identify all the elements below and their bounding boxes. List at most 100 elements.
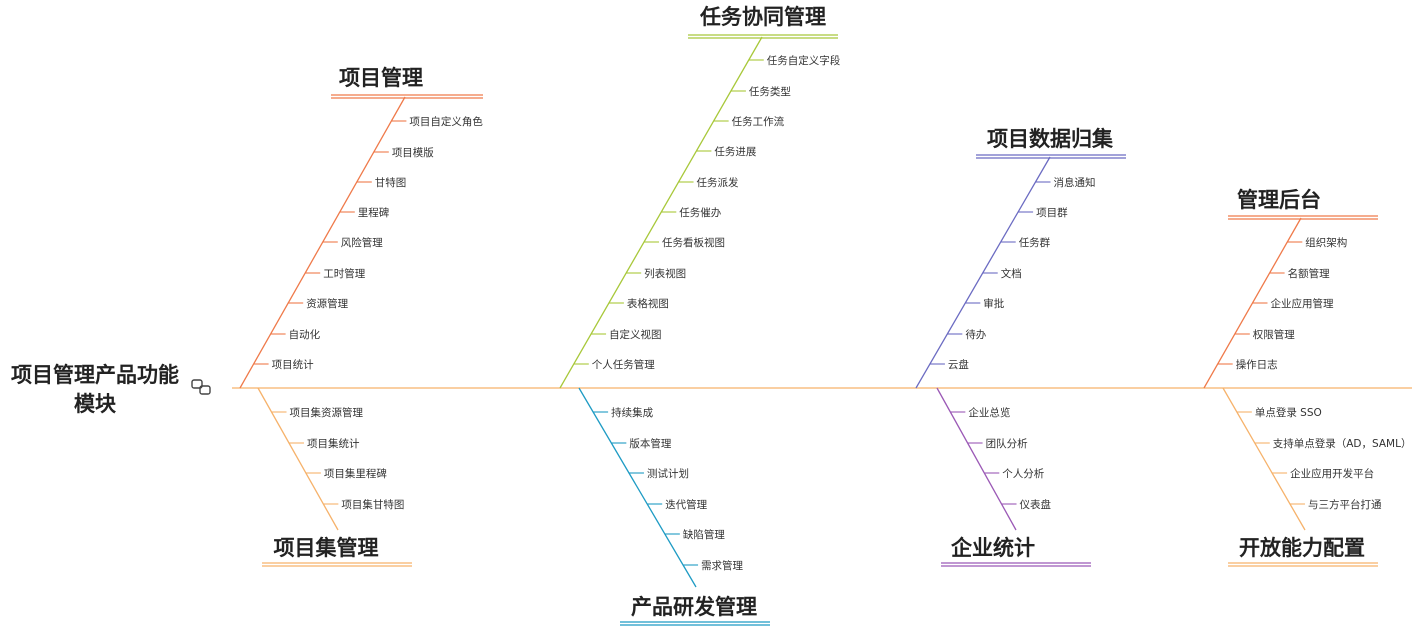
branch-item[interactable]: 里程碑 bbox=[339, 206, 390, 219]
branch-item[interactable]: 组织架构 bbox=[1287, 236, 1347, 249]
item-label: 与三方平台打通 bbox=[1308, 498, 1382, 511]
item-label: 测试计划 bbox=[647, 467, 689, 480]
branch-item[interactable]: 项目模版 bbox=[373, 146, 434, 159]
branch-item[interactable]: 风险管理 bbox=[322, 236, 383, 249]
item-label: 甘特图 bbox=[375, 176, 407, 189]
item-label: 消息通知 bbox=[1053, 176, 1095, 189]
branch-item[interactable]: 操作日志 bbox=[1217, 358, 1278, 371]
branch-title[interactable]: 项目管理 bbox=[339, 66, 423, 90]
item-label: 单点登录 SSO bbox=[1255, 406, 1322, 419]
branch-item[interactable]: 任务类型 bbox=[730, 85, 791, 98]
item-label: 自动化 bbox=[289, 328, 321, 341]
branch-item[interactable]: 企业应用开发平台 bbox=[1272, 467, 1374, 480]
branch-item[interactable]: 团队分析 bbox=[967, 437, 1028, 450]
branch-item[interactable]: 任务看板视图 bbox=[644, 236, 725, 249]
item-label: 权限管理 bbox=[1253, 328, 1295, 341]
branch-title[interactable]: 项目集管理 bbox=[274, 536, 379, 560]
branch-item[interactable]: 项目集里程碑 bbox=[305, 467, 387, 480]
item-label: 持续集成 bbox=[611, 406, 653, 419]
branch-item[interactable]: 任务群 bbox=[1000, 236, 1051, 249]
branch-item[interactable]: 项目集资源管理 bbox=[271, 406, 364, 419]
branch-title[interactable]: 项目数据归集 bbox=[987, 127, 1114, 151]
branch-item[interactable]: 表格视图 bbox=[608, 297, 669, 310]
branch-item[interactable]: 项目群 bbox=[1018, 206, 1068, 219]
branch-item[interactable]: 任务自定义字段 bbox=[748, 54, 841, 67]
root-topic[interactable]: 项目管理产品功能 模块 bbox=[11, 363, 211, 416]
item-label: 任务催办 bbox=[679, 206, 721, 219]
item-label: 仪表盘 bbox=[1020, 498, 1052, 511]
item-label: 名额管理 bbox=[1288, 267, 1330, 280]
item-label: 项目模版 bbox=[392, 146, 434, 159]
item-label: 自定义视图 bbox=[609, 328, 662, 341]
item-label: 需求管理 bbox=[701, 559, 743, 572]
branch-item[interactable]: 自动化 bbox=[270, 328, 321, 341]
branch-item[interactable]: 缺陷管理 bbox=[664, 528, 725, 541]
branch-bone bbox=[559, 36, 763, 389]
branch-item[interactable]: 甘特图 bbox=[356, 176, 407, 189]
branch-title[interactable]: 开放能力配置 bbox=[1239, 536, 1365, 560]
branch-item[interactable]: 测试计划 bbox=[628, 467, 689, 480]
branch-item[interactable]: 云盘 bbox=[929, 358, 969, 371]
branch-bone bbox=[936, 387, 1017, 531]
branch-item[interactable]: 与三方平台打通 bbox=[1289, 498, 1382, 511]
branch-item[interactable]: 企业总览 bbox=[950, 406, 1010, 419]
item-label: 项目集统计 bbox=[307, 437, 360, 450]
item-label: 企业应用开发平台 bbox=[1290, 467, 1374, 480]
branch-item[interactable]: 列表视图 bbox=[626, 267, 686, 280]
branch-item[interactable]: 项目统计 bbox=[253, 358, 314, 371]
item-label: 任务工作流 bbox=[732, 115, 785, 128]
branch-item[interactable]: 项目集统计 bbox=[288, 437, 360, 450]
item-label: 版本管理 bbox=[629, 437, 671, 450]
branch-bone bbox=[257, 387, 339, 531]
branch-item[interactable]: 支持单点登录（AD，SAML） bbox=[1254, 437, 1412, 450]
branch-item[interactable]: 单点登录 SSO bbox=[1236, 406, 1322, 419]
branch-title[interactable]: 管理后台 bbox=[1237, 188, 1321, 212]
branch-item[interactable]: 个人任务管理 bbox=[573, 358, 655, 371]
item-label: 待办 bbox=[965, 328, 986, 341]
branch-title[interactable]: 产品研发管理 bbox=[631, 595, 757, 619]
branch-item[interactable]: 迭代管理 bbox=[647, 498, 708, 511]
branch-item[interactable]: 任务派发 bbox=[678, 176, 739, 189]
branch-item[interactable]: 持续集成 bbox=[593, 406, 654, 419]
branch-item[interactable]: 消息通知 bbox=[1035, 176, 1095, 189]
item-label: 个人任务管理 bbox=[592, 358, 655, 371]
item-label: 企业应用管理 bbox=[1271, 297, 1334, 310]
branch-item[interactable]: 权限管理 bbox=[1234, 328, 1295, 341]
branch-item[interactable]: 文档 bbox=[982, 267, 1022, 280]
root-title-line1: 项目管理产品功能 bbox=[11, 363, 179, 387]
branch-item[interactable]: 任务进展 bbox=[696, 145, 757, 158]
branch-item[interactable]: 待办 bbox=[947, 328, 987, 341]
item-label: 团队分析 bbox=[986, 437, 1028, 450]
item-label: 个人分析 bbox=[1002, 467, 1044, 480]
item-label: 云盘 bbox=[948, 358, 969, 371]
item-label: 项目统计 bbox=[272, 358, 314, 371]
branch-item[interactable]: 自定义视图 bbox=[591, 328, 662, 341]
item-label: 任务类型 bbox=[749, 85, 791, 98]
branch-item[interactable]: 项目集甘特图 bbox=[323, 498, 404, 511]
branch-item[interactable]: 企业应用管理 bbox=[1252, 297, 1334, 310]
branches-layer: 项目管理项目自定义角色项目模版甘特图里程碑风险管理工时管理资源管理自动化项目统计… bbox=[239, 5, 1412, 626]
branch-title[interactable]: 任务协同管理 bbox=[699, 5, 826, 29]
link-icon[interactable] bbox=[191, 379, 211, 395]
branch-item[interactable]: 工时管理 bbox=[305, 267, 366, 280]
item-label: 任务派发 bbox=[697, 176, 739, 189]
branch-item[interactable]: 资源管理 bbox=[288, 297, 349, 310]
branch-item[interactable]: 任务催办 bbox=[661, 206, 722, 219]
branch-item[interactable]: 仪表盘 bbox=[1001, 498, 1052, 511]
branch-item[interactable]: 项目自定义角色 bbox=[391, 115, 483, 128]
branch-item[interactable]: 审批 bbox=[965, 297, 1005, 310]
branch-item[interactable]: 版本管理 bbox=[611, 437, 672, 450]
branch-title[interactable]: 企业统计 bbox=[950, 536, 1035, 560]
item-label: 项目集里程碑 bbox=[324, 467, 387, 480]
branch-item[interactable]: 名额管理 bbox=[1269, 267, 1330, 280]
branch-item[interactable]: 个人分析 bbox=[984, 467, 1045, 480]
item-label: 项目集甘特图 bbox=[341, 498, 404, 511]
branch-item[interactable]: 任务工作流 bbox=[713, 115, 785, 128]
branch-item[interactable]: 需求管理 bbox=[683, 559, 744, 572]
item-label: 工时管理 bbox=[323, 267, 365, 280]
